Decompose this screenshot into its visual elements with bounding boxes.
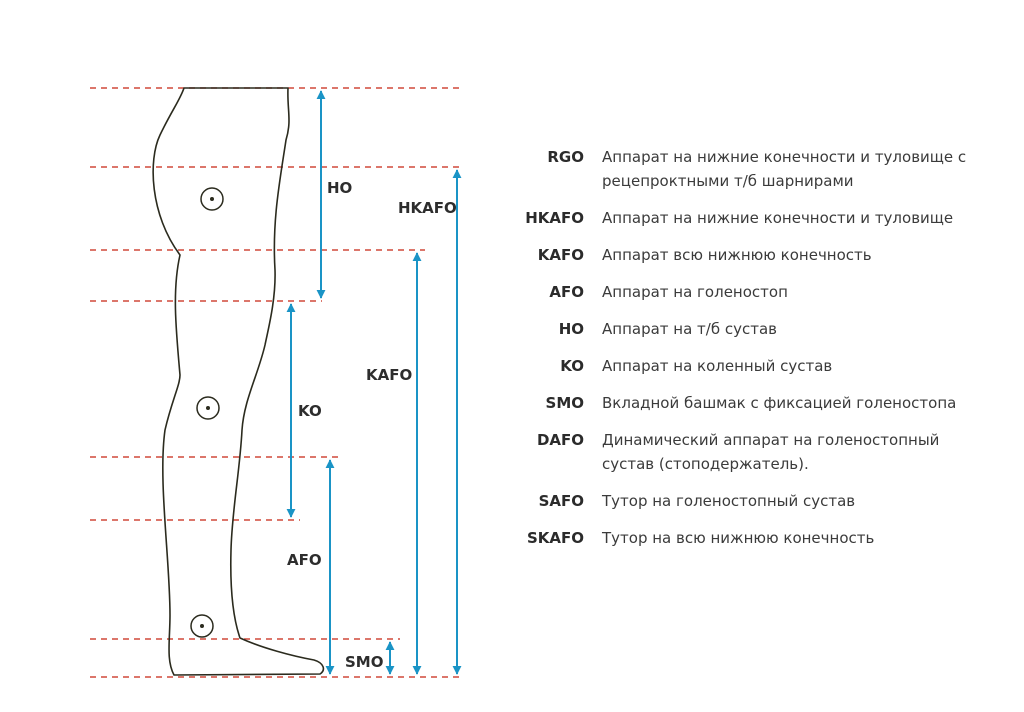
legend-code: SMO (545, 394, 584, 412)
legend-description: Аппарат всю нижнюю конечность (602, 246, 872, 264)
afo-label: AFO (287, 551, 322, 569)
legend-row: DAFO Динамический аппарат на голеностопн… (500, 428, 1010, 476)
leg-outline (152, 87, 325, 676)
hip-joint-icon (200, 187, 224, 211)
legend-code: KAFO (537, 246, 584, 264)
legend-description: Аппарат на нижние конечности и туловище … (602, 148, 967, 190)
hkafo-label: HKAFO (398, 199, 457, 217)
legend-code: AFO (549, 283, 584, 301)
legend-description: Динамический аппарат на голеностопный су… (602, 431, 940, 473)
smo-label: SMO (345, 653, 383, 671)
knee-joint-icon (196, 396, 220, 420)
legend-description: Вкладной башмак с фиксацией голеностопа (602, 394, 957, 412)
legend-row: HO Аппарат на т/б сустав (500, 317, 1010, 341)
ho-label: HO (327, 179, 352, 197)
legend-description: Тутор на всю нижнюю конечность (602, 529, 875, 547)
legend-code: KO (560, 357, 584, 375)
legend-code: HKAFO (525, 209, 584, 227)
legend-code: DAFO (536, 431, 584, 449)
legend: RGO Аппарат на нижние конечности и тулов… (500, 145, 1010, 563)
legend-row: RGO Аппарат на нижние конечности и тулов… (500, 145, 1010, 193)
kafo-label: KAFO (366, 366, 412, 384)
legend-description: Аппарат на нижние конечности и туловище (602, 209, 954, 227)
legend-description: Тутор на голеностопный сустав (602, 492, 856, 510)
guide-lines (90, 87, 462, 678)
legend-description: Аппарат на голеностоп (602, 283, 788, 301)
legend-code: RGO (547, 148, 584, 166)
legend-row: SKAFO Тутор на всю нижнюю конечность (500, 526, 1010, 550)
legend-code: HO (558, 320, 584, 338)
legend-row: HKAFO Аппарат на нижние конечности и тул… (500, 206, 1010, 230)
legend-row: AFO Аппарат на голеностоп (500, 280, 1010, 304)
legend-row: KAFO Аппарат всю нижнюю конечность (500, 243, 1010, 267)
legend-code: SKAFO (526, 529, 584, 547)
legend-row: KO Аппарат на коленный сустав (500, 354, 1010, 378)
legend-row: SAFO Тутор на голеностопный сустав (500, 489, 1010, 513)
legend-row: SMO Вкладной башмак с фиксацией голеност… (500, 391, 1010, 415)
range-arrows (286, 90, 462, 675)
ankle-joint-icon (190, 614, 214, 638)
ko-label: KO (298, 402, 322, 420)
legend-description: Аппарат на коленный сустав (602, 357, 833, 375)
legend-description: Аппарат на т/б сустав (602, 320, 778, 338)
legend-code: SAFO (538, 492, 584, 510)
